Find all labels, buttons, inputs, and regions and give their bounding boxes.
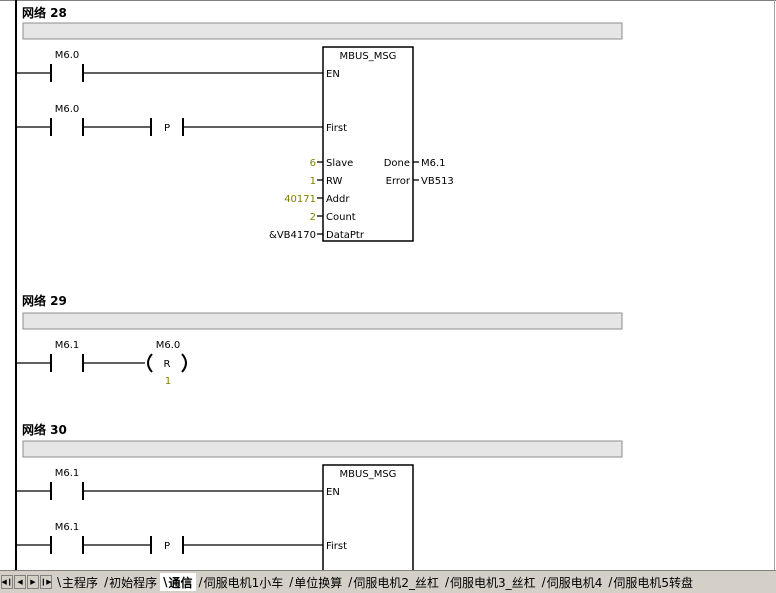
contact-address: M6.1 xyxy=(55,522,80,533)
positive-edge-contact[interactable]: P xyxy=(150,536,184,554)
pin-error: Error xyxy=(386,176,411,187)
contact-no[interactable] xyxy=(50,64,84,82)
tab-label: 伺服电机2_丝杠 xyxy=(353,575,439,590)
edge-label: P xyxy=(164,123,170,134)
pin-first: First xyxy=(326,541,347,552)
pin-dataptr: DataPtr xyxy=(326,230,365,241)
network-title: 网络 28 xyxy=(22,5,67,20)
contact-no[interactable] xyxy=(50,536,84,554)
contact-no[interactable] xyxy=(50,482,84,500)
mbus-msg-block[interactable]: MBUS_MSG EN First Slave RW Addr Count Da… xyxy=(322,46,414,242)
tab-list: \主程序 /初始程序 \通信 /伺服电机1小车 /单位换算 /伺服电机2_丝杠 … xyxy=(54,571,696,593)
tab-label: 初始程序 xyxy=(109,575,158,590)
param-rw[interactable]: 1 xyxy=(310,176,316,187)
ladder-canvas: 网络 28 M6.0 M6.0 P MBUS_MSG EN First xyxy=(0,0,776,570)
tab-servo1[interactable]: /伺服电机1小车 xyxy=(198,575,284,590)
block-title: MBUS_MSG xyxy=(340,51,397,62)
ladder-editor[interactable]: 网络 28 M6.0 M6.0 P MBUS_MSG EN First xyxy=(0,0,776,570)
prev-tab-icon[interactable]: ◀ xyxy=(14,575,26,589)
pin-first: First xyxy=(326,123,347,134)
network-title: 网络 30 xyxy=(22,422,67,437)
param-dataptr[interactable]: &VB4170 xyxy=(269,230,316,241)
pin-en: EN xyxy=(326,69,340,80)
first-tab-icon[interactable]: ◀❙ xyxy=(1,575,13,589)
tab-label: 伺服电机5转盘 xyxy=(613,575,694,590)
pin-en: EN xyxy=(326,487,340,498)
edge-label: P xyxy=(164,541,170,552)
tab-label: 伺服电机4 xyxy=(546,575,603,590)
last-tab-icon[interactable]: ❙▶ xyxy=(40,575,52,589)
network-comment[interactable] xyxy=(22,312,623,330)
network-30[interactable]: 网络 30 M6.1 M6.1 P MBUS_MSG EN First xyxy=(16,422,623,570)
contact-no[interactable] xyxy=(50,118,84,136)
tab-servo3[interactable]: /伺服电机3_丝杠 xyxy=(444,575,536,590)
tab-label: 主程序 xyxy=(62,575,99,590)
network-28[interactable]: 网络 28 M6.0 M6.0 P MBUS_MSG EN First xyxy=(16,5,623,242)
param-slave[interactable]: 6 xyxy=(310,158,316,169)
block-title: MBUS_MSG xyxy=(340,469,397,480)
tab-init[interactable]: /初始程序 xyxy=(104,575,158,590)
network-title: 网络 29 xyxy=(22,293,67,308)
contact-no[interactable] xyxy=(50,354,84,372)
pin-addr: Addr xyxy=(326,194,350,205)
network-comment[interactable] xyxy=(22,440,623,458)
tab-main[interactable]: \主程序 xyxy=(57,575,99,590)
tab-servo2[interactable]: /伺服电机2_丝杠 xyxy=(348,575,439,590)
reset-coil[interactable]: R xyxy=(147,353,187,373)
program-tab-bar: ◀❙ ◀ ▶ ❙▶ \主程序 /初始程序 \通信 /伺服电机1小车 /单位换算 … xyxy=(0,570,776,593)
tab-label: 伺服电机3_丝杠 xyxy=(450,575,536,590)
pin-slave: Slave xyxy=(326,158,353,169)
pin-rw: RW xyxy=(326,176,343,187)
param-error[interactable]: VB513 xyxy=(421,176,454,187)
param-done[interactable]: M6.1 xyxy=(421,158,446,169)
positive-edge-contact[interactable]: P xyxy=(150,118,184,136)
coil-address: M6.0 xyxy=(156,340,181,351)
param-addr[interactable]: 40171 xyxy=(284,194,316,205)
contact-address: M6.1 xyxy=(55,340,80,351)
pin-done: Done xyxy=(384,158,410,169)
pin-count: Count xyxy=(326,212,356,223)
tab-label: 单位换算 xyxy=(294,575,343,590)
coil-type: R xyxy=(164,359,171,370)
param-count[interactable]: 2 xyxy=(310,212,316,223)
tab-servo5[interactable]: /伺服电机5转盘 xyxy=(608,575,694,590)
mbus-msg-block[interactable]: MBUS_MSG EN First xyxy=(322,464,414,570)
tab-servo4[interactable]: /伺服电机4 xyxy=(541,575,603,590)
coil-count[interactable]: 1 xyxy=(165,376,171,387)
next-tab-icon[interactable]: ▶ xyxy=(27,575,39,589)
contact-address: M6.1 xyxy=(55,468,80,479)
contact-address: M6.0 xyxy=(55,104,80,115)
tab-label: 通信 xyxy=(168,575,193,590)
contact-address: M6.0 xyxy=(55,50,80,61)
network-comment[interactable] xyxy=(22,22,623,40)
tab-unit-conv[interactable]: /单位换算 xyxy=(289,575,343,590)
network-29[interactable]: 网络 29 M6.1 R M6.0 1 xyxy=(16,293,623,387)
tab-label: 伺服电机1小车 xyxy=(203,575,284,590)
tab-comm[interactable]: \通信 xyxy=(160,573,196,591)
